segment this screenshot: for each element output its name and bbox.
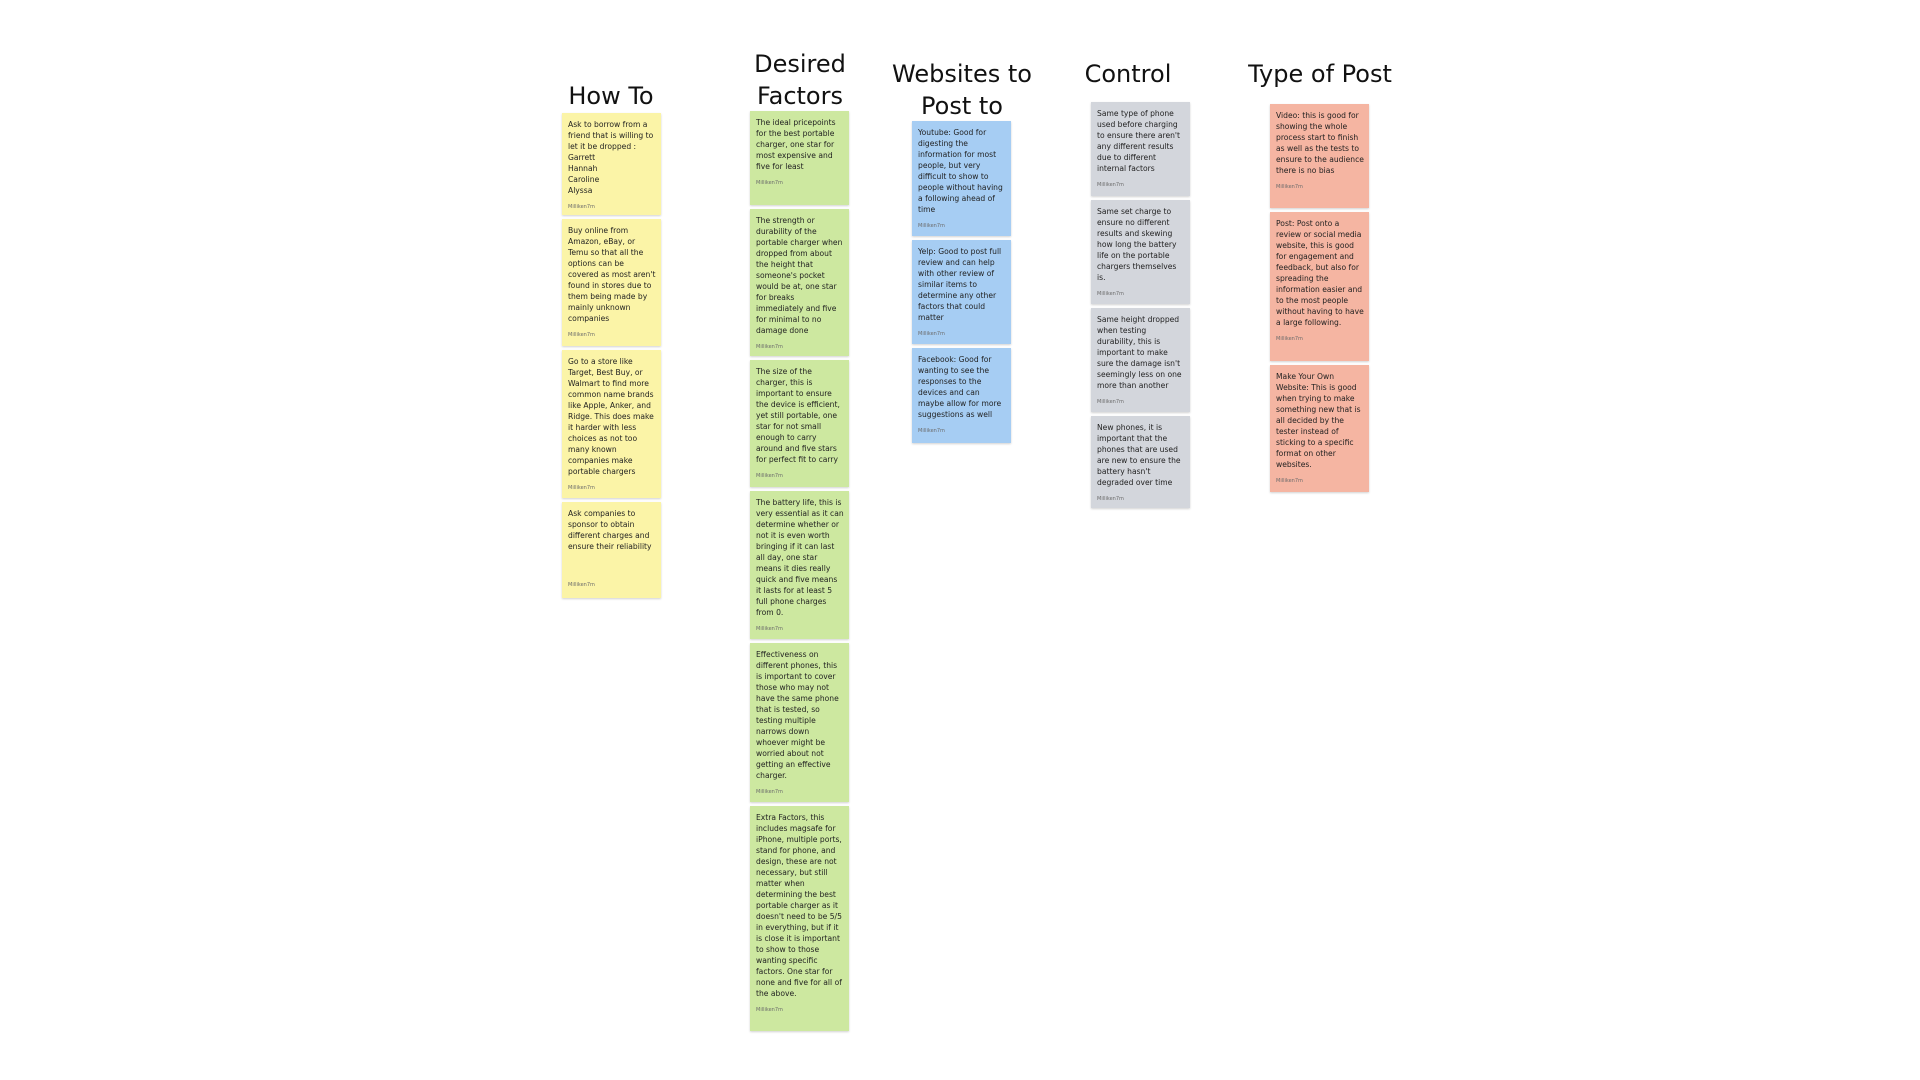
sticky-note-text: Ask to borrow from a friend that is will… — [568, 120, 654, 195]
sticky-note[interactable]: Ask to borrow from a friend that is will… — [562, 113, 661, 215]
sticky-note-text: Same height dropped when testing durabil… — [1097, 315, 1182, 390]
column-title-websites-to-post-to: Websites to Post to — [892, 60, 1032, 120]
sticky-note-author: Milliken7m — [918, 331, 945, 337]
sticky-note-author: Milliken7m — [756, 473, 783, 479]
sticky-note[interactable]: New phones, it is important that the pho… — [1091, 416, 1190, 508]
sticky-note-author: Milliken7m — [568, 582, 595, 588]
sticky-note[interactable]: Extra Factors, this includes magsafe for… — [750, 806, 849, 1031]
sticky-note[interactable]: The strength or durability of the portab… — [750, 209, 849, 356]
sticky-note[interactable]: The ideal pricepoints for the best porta… — [750, 111, 849, 205]
sticky-note-author: Milliken7m — [568, 204, 595, 210]
column-desired-factors: The ideal pricepoints for the best porta… — [750, 111, 849, 1035]
column-websites-to-post-to: Youtube: Good for digesting the informat… — [912, 121, 1011, 447]
sticky-note[interactable]: Facebook: Good for wanting to see the re… — [912, 348, 1011, 443]
sticky-note[interactable]: Go to a store like Target, Best Buy, or … — [562, 350, 661, 498]
sticky-note[interactable]: Make Your Own Website: This is good when… — [1270, 365, 1369, 492]
sticky-note-text: Facebook: Good for wanting to see the re… — [918, 355, 1002, 419]
sticky-note[interactable]: Buy online from Amazon, eBay, or Temu so… — [562, 219, 661, 346]
sticky-note-text: The battery life, this is very essential… — [756, 498, 844, 617]
sticky-note-author: Milliken7m — [1097, 399, 1124, 405]
sticky-note[interactable]: Ask companies to sponsor to obtain diffe… — [562, 502, 661, 598]
sticky-note-text: Ask companies to sponsor to obtain diffe… — [568, 509, 652, 551]
sticky-note-author: Milliken7m — [756, 626, 783, 632]
sticky-note[interactable]: Same type of phone used before charging … — [1091, 102, 1190, 196]
column-title-type-of-post: Type of Post — [1248, 60, 1392, 88]
sticky-note[interactable]: The size of the charger, this is importa… — [750, 360, 849, 487]
sticky-note-text: Extra Factors, this includes magsafe for… — [756, 813, 842, 998]
sticky-note[interactable]: Same height dropped when testing durabil… — [1091, 308, 1190, 412]
sticky-note-text: The strength or durability of the portab… — [756, 216, 843, 335]
sticky-note-text: Effectiveness on different phones, this … — [756, 650, 839, 780]
sticky-note-author: Milliken7m — [918, 223, 945, 229]
column-title-control: Control — [1084, 60, 1172, 88]
sticky-note-text: Buy online from Amazon, eBay, or Temu so… — [568, 226, 656, 323]
column-control: Same type of phone used before charging … — [1091, 102, 1190, 512]
sticky-note-author: Milliken7m — [756, 344, 783, 350]
sticky-note-text: Yelp: Good to post full review and can h… — [918, 247, 1002, 322]
column-how-to-get: Ask to borrow from a friend that is will… — [562, 113, 661, 602]
sticky-note-author: Milliken7m — [1097, 291, 1124, 297]
sticky-note[interactable]: Post: Post onto a review or social media… — [1270, 212, 1369, 361]
sticky-note-text: Same set charge to ensure no different r… — [1097, 207, 1177, 282]
sticky-note-text: Same type of phone used before charging … — [1097, 109, 1180, 173]
sticky-note-text: The size of the charger, this is importa… — [756, 367, 840, 464]
sticky-note-text: New phones, it is important that the pho… — [1097, 423, 1181, 487]
sticky-note-author: Milliken7m — [1097, 496, 1124, 502]
column-title-desired-factors: Desired Factors — [754, 50, 846, 110]
sticky-note-author: Milliken7m — [756, 789, 783, 795]
sticky-note-text: Video: this is good for showing the whol… — [1276, 111, 1364, 175]
sticky-note[interactable]: Youtube: Good for digesting the informat… — [912, 121, 1011, 236]
sticky-note-author: Milliken7m — [1276, 478, 1303, 484]
sticky-note[interactable]: Yelp: Good to post full review and can h… — [912, 240, 1011, 344]
sticky-note-author: Milliken7m — [756, 1007, 783, 1013]
sticky-note[interactable]: Video: this is good for showing the whol… — [1270, 104, 1369, 208]
sticky-note-text: The ideal pricepoints for the best porta… — [756, 118, 836, 171]
sticky-note[interactable]: Same set charge to ensure no different r… — [1091, 200, 1190, 304]
sticky-note-author: Milliken7m — [1276, 184, 1303, 190]
sticky-note-text: Go to a store like Target, Best Buy, or … — [568, 357, 654, 476]
sticky-note-author: Milliken7m — [1276, 336, 1303, 342]
sticky-note[interactable]: The battery life, this is very essential… — [750, 491, 849, 639]
sticky-note-author: Milliken7m — [568, 332, 595, 338]
column-type-of-post: Video: this is good for showing the whol… — [1270, 104, 1369, 496]
sticky-note-text: Youtube: Good for digesting the informat… — [918, 128, 1003, 214]
sticky-note-author: Milliken7m — [568, 485, 595, 491]
sticky-note-text: Post: Post onto a review or social media… — [1276, 219, 1364, 327]
sticky-note-author: Milliken7m — [756, 180, 783, 186]
sticky-note-author: Milliken7m — [1097, 182, 1124, 188]
sticky-note-text: Make Your Own Website: This is good when… — [1276, 372, 1361, 469]
sticky-note-author: Milliken7m — [918, 428, 945, 434]
sticky-note[interactable]: Effectiveness on different phones, this … — [750, 643, 849, 802]
